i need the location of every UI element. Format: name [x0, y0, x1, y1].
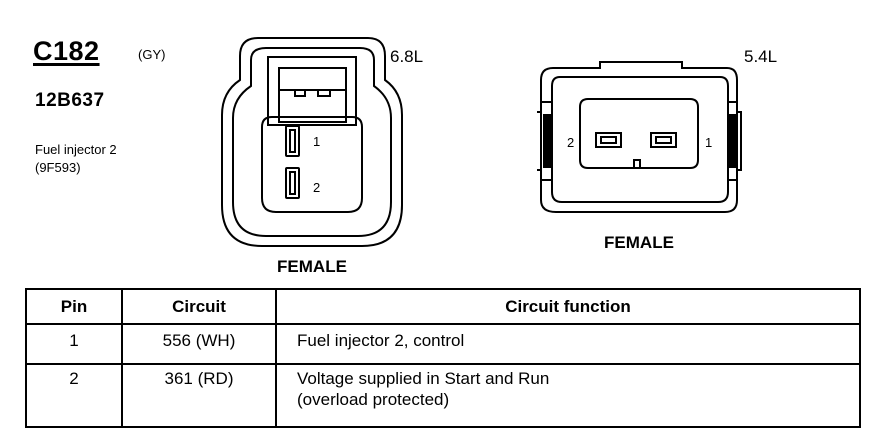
circuit-id: 361 (RD)	[121, 363, 277, 428]
connector-6-8l-terminal-2-slot	[289, 171, 296, 195]
component-code: (9F593)	[35, 160, 81, 175]
connector-5-4l-left-guide	[543, 114, 553, 168]
connector-5-4l-gender-label: FEMALE	[604, 233, 674, 252]
circuit-function: Voltage supplied in Start and Run (overl…	[275, 363, 861, 428]
connector-5-4l-terminal-1	[650, 132, 677, 148]
connector-id: C182	[33, 36, 100, 66]
connector-6-8l-inner-shell	[232, 47, 392, 237]
connector-6-8l-pin-label-2: 2	[313, 180, 320, 195]
connector-5-4l-engine-label: 5.4L	[744, 47, 777, 66]
table-row: 2 361 (RD) Voltage supplied in Start and…	[25, 363, 861, 428]
connector-5-4l-right-guide	[727, 114, 737, 168]
connector-5-4l-key	[633, 159, 641, 169]
connector-5-4l-terminal-2	[595, 132, 622, 148]
connector-6-8l-terminal-face	[261, 116, 363, 213]
connector-5-4l-terminal-face	[579, 98, 699, 169]
connector-color-code: (GY)	[138, 47, 166, 62]
header-circuit: Circuit	[121, 288, 277, 325]
connector-6-8l-latch-outer	[267, 56, 357, 126]
connector-6-8l-latch-inner	[278, 67, 347, 123]
connector-5-4l-outer-shell	[540, 61, 738, 213]
connector-5-4l	[537, 61, 742, 213]
connector-5-4l-terminal-2-slot	[600, 136, 617, 144]
connector-5-4l-terminal-1-slot	[655, 136, 672, 144]
connector-6-8l-terminal-2	[285, 167, 300, 199]
table-header-row: Pin Circuit Circuit function	[25, 288, 861, 325]
header-circuit-function: Circuit function	[275, 288, 861, 325]
component-description: Fuel injector 2 (9F593)	[35, 141, 117, 177]
connector-5-4l-inner-shell	[551, 76, 729, 203]
component-name: Fuel injector 2	[35, 142, 117, 157]
connector-diagrams: 1 2 6.8L FEMALE 2 1 5.4L FEMALE	[221, 37, 777, 276]
pin-number: 1	[25, 323, 123, 365]
connector-6-8l-gender-label: FEMALE	[277, 257, 347, 276]
connector-6-8l-pin-label-1: 1	[313, 134, 320, 149]
table-row: 1 556 (WH) Fuel injector 2, control	[25, 323, 861, 365]
connector-5-4l-left-rail	[537, 101, 552, 181]
connector-6-8l-terminal-1-slot	[289, 129, 296, 153]
circuit-id: 556 (WH)	[121, 323, 277, 365]
header-pin: Pin	[25, 288, 123, 325]
connector-5-4l-pin-label-2: 2	[567, 135, 574, 150]
pin-number: 2	[25, 363, 123, 428]
connector-5-4l-pin-label-1: 1	[705, 135, 712, 150]
pin-table: Pin Circuit Circuit function 1 556 (WH) …	[25, 288, 861, 428]
part-number: 12B637	[35, 90, 105, 111]
circuit-function-line: (overload protected)	[297, 390, 450, 409]
circuit-function-line: Fuel injector 2, control	[297, 331, 465, 350]
connector-6-8l-latch-tab	[279, 89, 346, 97]
connector-6-8l	[221, 37, 403, 247]
connector-5-4l-right-rail	[728, 101, 742, 181]
circuit-function: Fuel injector 2, control	[275, 323, 861, 365]
circuit-function-line: Voltage supplied in Start and Run	[297, 369, 550, 388]
connector-6-8l-terminal-1	[285, 125, 300, 157]
connector-6-8l-engine-label: 6.8L	[390, 47, 423, 66]
connector-6-8l-outer-shell	[221, 37, 403, 247]
